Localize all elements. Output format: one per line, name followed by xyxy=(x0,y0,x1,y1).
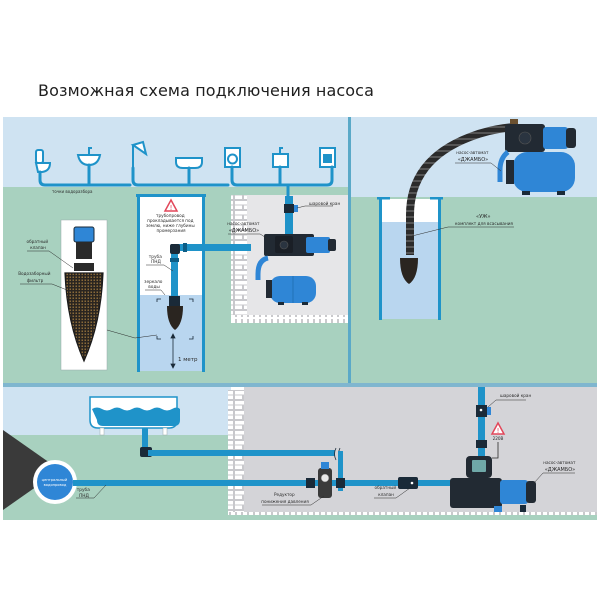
pump-label-1: насос-автомат «ДЖАМБО» xyxy=(227,221,261,234)
main-water-label: центральный водопровод xyxy=(42,478,69,487)
basement-room-3 xyxy=(244,387,597,512)
water-level-label: зеркало воды xyxy=(144,280,164,290)
pipe-label: труба ПНД xyxy=(149,254,163,265)
check-valve-label: обратный клапан xyxy=(27,239,50,250)
pressure-tank-2 xyxy=(513,152,575,192)
well-edge-left xyxy=(377,197,390,200)
main-pipe-body xyxy=(3,430,60,510)
toilet-icon xyxy=(34,149,52,173)
pump-label-2-leader xyxy=(455,162,502,172)
filter-leader xyxy=(20,283,73,293)
water-level-leader xyxy=(145,289,166,296)
ball-valve-icon xyxy=(284,196,298,236)
suction-kit-leader xyxy=(411,226,514,237)
floor xyxy=(231,315,348,323)
warning-text: трубопровод прокладывается под землю, ни… xyxy=(146,213,196,233)
ball-valve-label: шаровой кран xyxy=(309,201,340,206)
scheme-3-panel: центральный водопровод труба ПНД Редукто… xyxy=(3,387,597,520)
well-wall-right-2 xyxy=(438,198,441,320)
reservoir-supply-pipe xyxy=(148,450,335,456)
check-valve-icon-3 xyxy=(398,477,418,489)
voltage-warning-icon: ! xyxy=(490,421,506,435)
pipe-label-3: труба ПНД xyxy=(77,487,91,499)
depth-arrow xyxy=(170,333,176,369)
shower-icon xyxy=(130,140,148,168)
well-wall-right xyxy=(202,196,205,372)
pump-jumbo-1 xyxy=(255,234,336,305)
depth-label: 1 метр xyxy=(178,357,198,363)
pipe-label-3-leader xyxy=(76,484,107,499)
suction-hose xyxy=(406,123,516,255)
reservoir-drop-pipe xyxy=(338,451,343,491)
power-cable xyxy=(492,442,499,459)
ball-valve-label-3: шаровой кран xyxy=(500,393,531,398)
suction-pipe xyxy=(169,243,251,306)
submerged-filter-icon xyxy=(167,306,183,330)
check-valve-label-3: обратный клапан xyxy=(375,485,398,497)
fixtures xyxy=(34,140,336,173)
pressure-reducer-icon xyxy=(306,462,345,498)
well-cover xyxy=(136,194,206,197)
main-supply-pipe xyxy=(73,480,468,486)
ball-valve-leader-3 xyxy=(487,399,526,408)
panel-divider xyxy=(348,117,351,383)
pump-label-3-leader xyxy=(533,472,575,484)
filter-label: Водозаборный фильтр xyxy=(18,271,52,283)
well-wall-left xyxy=(137,196,140,372)
pump-label-3: насос-автомат «ДЖАМБО» xyxy=(543,460,577,473)
sky-background xyxy=(3,117,348,187)
warning-icon: ! xyxy=(163,198,179,212)
scheme-2-panel: насос-автомат «ДЖАМБО» «УЖ» комплект для… xyxy=(348,117,597,383)
ball-valve-icon-3 xyxy=(476,405,491,448)
pump-label-1-leader xyxy=(228,233,271,241)
washing-machine-icon xyxy=(224,147,241,168)
pump-jumbo-2 xyxy=(497,119,576,195)
pipe-label-leader xyxy=(146,264,174,272)
svg-text:!: ! xyxy=(497,427,500,435)
bathtub-icon xyxy=(175,157,203,169)
water-points-label: точки водоразбора xyxy=(52,189,93,194)
suction-kit-label: «УЖ» комплект для всасывания xyxy=(455,214,513,226)
ball-valve-leader xyxy=(296,205,333,209)
dishwasher-icon xyxy=(319,147,336,168)
reducer-leader xyxy=(262,495,325,506)
reservoir-tank-icon xyxy=(89,396,180,436)
voltage-label: 220В xyxy=(493,436,504,441)
page-title: Возможная схема подключения насоса xyxy=(38,81,374,100)
check-valve-leader-3 xyxy=(374,487,411,499)
pump-label-2: насос-автомат «ДЖАМБО» xyxy=(456,150,490,163)
distribution-pipes xyxy=(38,163,334,212)
filter-bracket xyxy=(156,298,194,340)
brick-wall xyxy=(231,195,247,315)
filter-inset-leader xyxy=(106,329,158,339)
check-valve-leader xyxy=(27,250,74,269)
suction-filter-icon xyxy=(400,258,418,284)
pressure-riser-pipe xyxy=(478,387,485,459)
pump-jumbo-3 xyxy=(450,456,536,512)
section-divider xyxy=(3,383,597,387)
check-valve-icon xyxy=(73,226,95,259)
well-wall-left-2 xyxy=(379,198,382,320)
reservoir-outlet-pipe xyxy=(142,428,148,454)
svg-text:!: ! xyxy=(170,204,173,212)
main-pipe-end xyxy=(37,464,73,500)
intake-filter-icon xyxy=(64,263,104,363)
scheme-1-panel: точки водоразбора ! трубопровод проклады… xyxy=(3,117,348,383)
reducer-label: Редуктор понижения давления xyxy=(261,492,309,504)
well-edge-right xyxy=(430,197,443,200)
ground-strip xyxy=(3,515,597,520)
